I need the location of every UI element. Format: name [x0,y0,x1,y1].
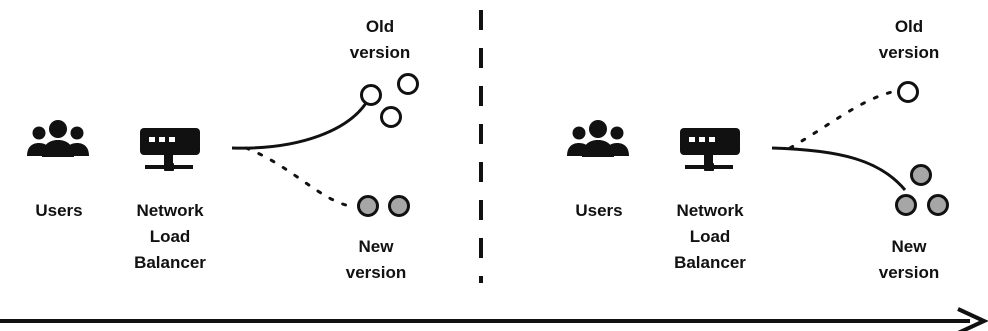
users-icon [567,120,629,157]
timeline-arrow [0,307,988,331]
new-version-label: New version [878,237,940,282]
old-version-instances [360,73,419,128]
new-version-instances [357,195,410,217]
route-to-new-dotted [244,146,352,208]
load-balancer-label: Network Load Balancer [674,201,746,272]
network-switch-icon [680,128,740,171]
users-label: Users [35,201,83,220]
new-version-instances [895,164,949,216]
route-to-new-solid [771,146,907,191]
old-version-instances [897,81,919,103]
new-version-label: New version [345,237,407,282]
old-version-label: Old version [349,17,411,62]
old-version-label: Old version [878,17,940,62]
route-to-old-solid [231,99,370,150]
users-label: Users [575,201,623,220]
users-icon [27,120,89,157]
network-switch-icon [140,128,200,171]
route-to-old-dotted [788,90,894,150]
load-balancer-label: Network Load Balancer [134,201,206,272]
